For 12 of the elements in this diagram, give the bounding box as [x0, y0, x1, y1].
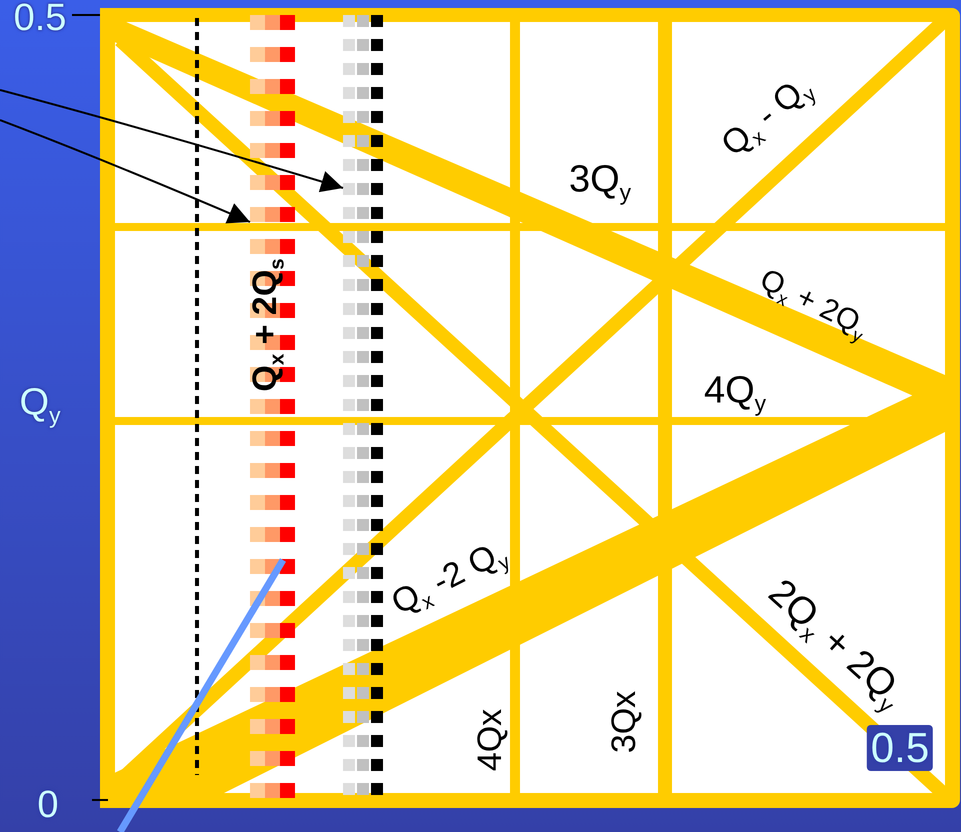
axis-label: Q$_{y}$: [20, 383, 60, 427]
resonance-stripe: [343, 15, 383, 795]
axis-tick-label: 0: [37, 786, 59, 824]
resonance-label: 4Q$_{y}$: [704, 371, 766, 415]
axis-tick-label: 0.5: [14, 0, 66, 37]
arrow: [0, 119, 250, 224]
resonance-stripe: [250, 15, 295, 798]
resonance-label: 3Q$_{y}$: [568, 160, 632, 204]
resonance-label: 4Qx: [473, 708, 507, 772]
resonance-label: 3Qx: [607, 690, 641, 754]
arrow: [0, 89, 344, 192]
axis-tick-label: 0.5: [866, 725, 934, 771]
